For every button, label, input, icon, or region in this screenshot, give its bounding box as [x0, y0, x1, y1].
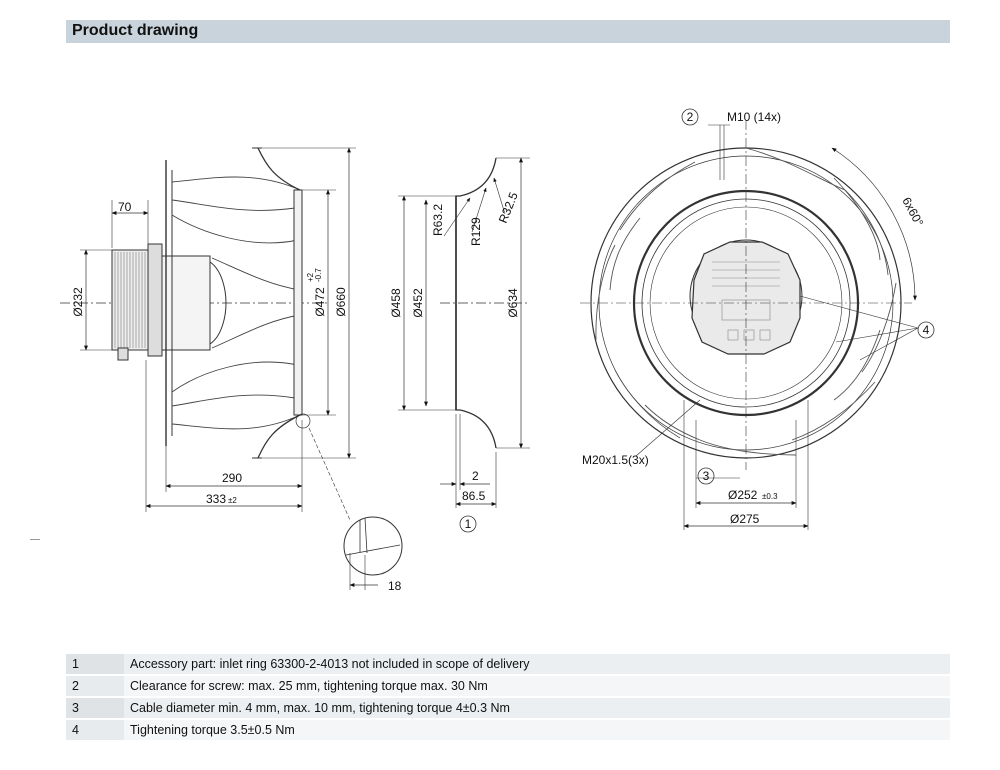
note-number: 4	[66, 720, 124, 740]
callout-4: 4	[923, 323, 930, 337]
product-drawing: 70 Ø232 Ø472 +2 -0.7 Ø660 290 333 ±2 18	[60, 108, 935, 593]
callout-1: 1	[465, 517, 472, 531]
dim-18: 18	[388, 579, 402, 593]
dim-r32-5: R32.5	[496, 190, 521, 225]
dim-86-5: 86.5	[462, 489, 486, 503]
table-row: 1 Accessory part: inlet ring 63300-2-401…	[66, 654, 950, 674]
dim-m10: M10 (14x)	[727, 110, 781, 124]
margin-mark	[30, 539, 40, 540]
dim-m20: M20x1.5(3x)	[582, 453, 649, 467]
front-view	[580, 108, 935, 530]
dim-472: Ø472	[313, 287, 327, 317]
dim-333-tol: ±2	[228, 496, 237, 505]
note-text: Cable diameter min. 4 mm, max. 10 mm, ti…	[124, 698, 950, 718]
inlet-ring-view	[398, 157, 530, 533]
dim-252-tol: ±0.3	[762, 492, 778, 501]
cable-gland	[117, 347, 129, 361]
table-row: 2 Clearance for screw: max. 25 mm, tight…	[66, 676, 950, 696]
side-view	[60, 147, 403, 590]
note-text: Accessory part: inlet ring 63300-2-4013 …	[124, 654, 950, 674]
motor-fins	[114, 252, 146, 348]
dim-660: Ø660	[334, 287, 348, 317]
callout-circle-1	[459, 515, 477, 533]
callout-circle-4	[917, 321, 935, 339]
front-view-labels: 2 M10 (14x) 6x60° 4 M20x1.5(3x) 3 Ø252 ±…	[582, 110, 930, 526]
note-number: 2	[66, 676, 124, 696]
detail-view	[343, 516, 403, 576]
dim-290: 290	[222, 471, 242, 485]
note-text: Tightening torque 3.5±0.5 Nm	[124, 720, 950, 740]
motor-flange	[147, 243, 163, 357]
dim-252: Ø252	[728, 488, 758, 502]
note-text: Clearance for screw: max. 25 mm, tighten…	[124, 676, 950, 696]
dim-2: 2	[472, 469, 479, 483]
callout-2: 2	[687, 110, 694, 124]
angle-arc	[831, 147, 917, 301]
section-header: Product drawing	[66, 20, 950, 43]
dim-275: Ø275	[730, 512, 760, 526]
table-row: 3 Cable diameter min. 4 mm, max. 10 mm, …	[66, 698, 950, 718]
notes-table: 1 Accessory part: inlet ring 63300-2-401…	[66, 652, 950, 742]
hub-cone	[209, 261, 227, 345]
dim-634: Ø634	[506, 288, 520, 318]
inlet-lip	[293, 189, 303, 416]
dim-458: Ø458	[389, 288, 403, 318]
side-view-labels: 70 Ø232 Ø472 +2 -0.7 Ø660 290 333 ±2 18	[71, 200, 402, 593]
dim-r129: R129	[469, 217, 483, 246]
dim-232: Ø232	[71, 287, 85, 317]
hub	[161, 255, 211, 351]
inlet-ring-labels: R63.2 R129 R32.5 Ø458 Ø452 Ø634 2 86.5 1	[389, 190, 521, 531]
section-title: Product drawing	[72, 22, 199, 39]
callout-circle-3	[697, 467, 715, 485]
dim-r63-2: R63.2	[431, 204, 445, 236]
note-number: 1	[66, 654, 124, 674]
dim-angle: 6x60°	[899, 195, 926, 229]
impeller-blades	[171, 176, 301, 430]
callout-circle-2	[681, 108, 699, 126]
callout-3: 3	[703, 469, 710, 483]
dim-333: 333	[206, 492, 226, 506]
table-row: 4 Tightening torque 3.5±0.5 Nm	[66, 720, 950, 740]
dim-452: Ø452	[411, 288, 425, 318]
dim-70: 70	[118, 200, 132, 214]
dim-472-tol-lower: -0.7	[314, 268, 323, 282]
dim-472-tol-upper: +2	[306, 272, 315, 282]
note-number: 3	[66, 698, 124, 718]
